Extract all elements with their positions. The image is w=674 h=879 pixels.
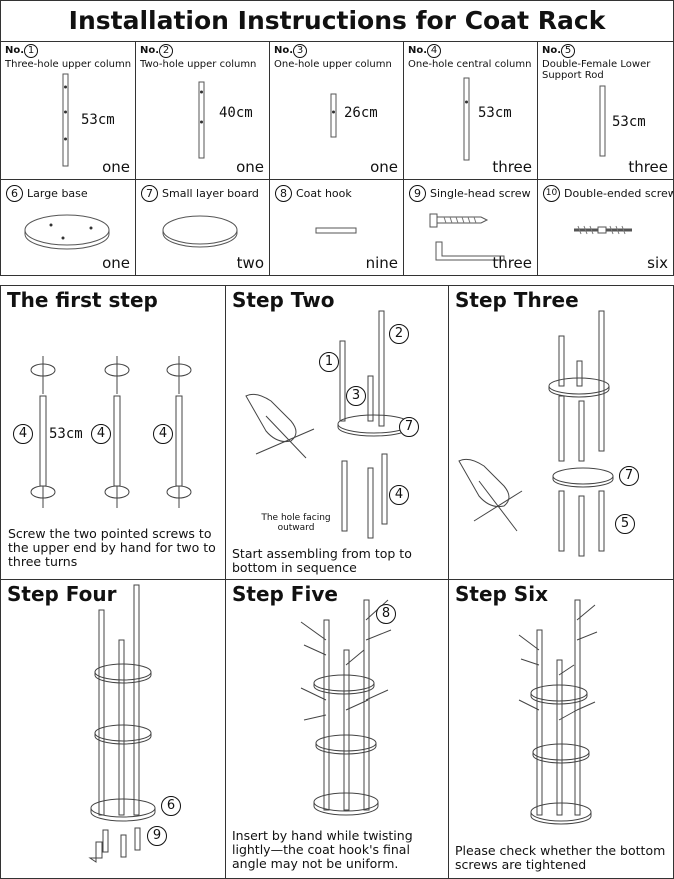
part-quantity: one [370, 158, 398, 176]
part-name: Three-hole upper column [5, 59, 132, 70]
double-screw-drawing [574, 225, 632, 235]
part-number: 10 [543, 185, 560, 202]
step-description: Start assembling from top to bottom in s… [232, 546, 412, 575]
part-name: Single-head screw [430, 187, 531, 200]
part-name: One-hole central column [408, 59, 532, 70]
part-4: No.4 One-hole central column 53cm three [403, 41, 538, 180]
parts-list: No.1 Three-hole upper column 53cm one No… [0, 41, 674, 276]
part-number: 6 [6, 185, 23, 202]
part-number: 7 [141, 185, 158, 202]
step-title: Step Six [455, 582, 548, 606]
part-number: 4 [427, 44, 442, 58]
part-name: Double-Female Lower Support Rod [542, 59, 651, 81]
screw-and-wrench-drawing [429, 213, 505, 261]
step-description: Please check whether the bottom screws a… [455, 843, 666, 872]
step1-drawing [30, 356, 192, 508]
part-name: Two-hole upper column [140, 59, 257, 70]
callout: 2 [389, 324, 409, 344]
hole-note: The hole facing outward [261, 513, 331, 533]
step-5: Step Five 8 Insert by hand while twistin… [225, 579, 449, 879]
part-name: Double-ended screw [564, 187, 674, 200]
part-name: Coat hook [296, 187, 352, 200]
part-dimension: 53cm [478, 105, 512, 121]
step-2: Step Two 1 2 3 7 4 The hole facing outwa… [225, 285, 449, 580]
callout: 4 [153, 424, 173, 444]
no-prefix: No. [408, 45, 428, 56]
step1-dimension: 53cm [49, 426, 83, 442]
part-quantity: one [236, 158, 264, 176]
part-7: 7 Small layer board two [135, 179, 270, 276]
part-9: 9 Single-head screw three [403, 179, 538, 276]
callout: 4 [13, 424, 33, 444]
step4-drawing [88, 584, 156, 863]
step-title: Step Two [232, 288, 335, 312]
no-prefix: No. [274, 45, 294, 56]
column-drawing [198, 81, 205, 159]
part-dimension: 53cm [612, 114, 646, 130]
callout: 4 [91, 424, 111, 444]
part-number: 2 [159, 44, 174, 58]
step6-drawing [518, 599, 598, 825]
coat-hook-drawing [315, 227, 357, 234]
part-dimension: 53cm [81, 112, 115, 128]
callout: 7 [399, 417, 419, 437]
no-prefix: No. [140, 45, 160, 56]
part-quantity: two [236, 254, 264, 272]
part-10: 10 Double-ended screw six [537, 179, 674, 276]
part-number: 5 [561, 44, 576, 58]
step-description: Insert by hand while twisting lightly—th… [232, 828, 413, 871]
step-6: Step Six Please check whether the bottom… [448, 579, 674, 879]
part-quantity: one [102, 158, 130, 176]
callout: 9 [147, 826, 167, 846]
step-description: Screw the two pointed screws to the uppe… [8, 526, 216, 569]
part-quantity: three [628, 158, 668, 176]
part-number: 3 [293, 44, 308, 58]
step-title: Step Three [455, 288, 579, 312]
part-number: 1 [24, 44, 39, 58]
callout: 1 [319, 352, 339, 372]
part-number: 9 [409, 185, 426, 202]
part-quantity: three [492, 254, 532, 272]
part-name: Small layer board [162, 187, 259, 200]
step-4: Step Four 6 9 [0, 579, 226, 879]
part-name: Large base [27, 187, 88, 200]
callout: 3 [346, 386, 366, 406]
part-8: 8 Coat hook nine [269, 179, 404, 276]
part-5: No.5 Double-Female Lower Support Rod 53c… [537, 41, 674, 180]
step5-drawing [300, 599, 392, 816]
part-quantity: nine [365, 254, 398, 272]
part-6: 6 Large base one [0, 179, 136, 276]
small-board-drawing [162, 215, 238, 248]
part-quantity: three [492, 158, 532, 176]
part-1: No.1 Three-hole upper column 53cm one [0, 41, 136, 180]
callout: 7 [619, 466, 639, 486]
page-title: Installation Instructions for Coat Rack [0, 0, 674, 42]
column-drawing [62, 73, 69, 167]
part-dimension: 40cm [219, 105, 253, 121]
column-drawing [463, 77, 470, 161]
part-dimension: 26cm [344, 105, 378, 121]
step-title: The first step [7, 288, 158, 312]
part-2: No.2 Two-hole upper column 40cm one [135, 41, 270, 180]
column-drawing [330, 93, 337, 138]
callout: 5 [615, 514, 635, 534]
part-quantity: six [647, 254, 668, 272]
part-3: No.3 One-hole upper column 26cm one [269, 41, 404, 180]
step3-drawing [458, 310, 614, 557]
no-prefix: No. [5, 45, 25, 56]
large-base-drawing [24, 214, 110, 250]
step-title: Step Five [232, 582, 338, 606]
callout: 6 [161, 796, 181, 816]
callout: 8 [376, 604, 396, 624]
part-quantity: one [102, 254, 130, 272]
no-prefix: No. [542, 45, 562, 56]
callout: 4 [389, 485, 409, 505]
step-3: Step Three 7 5 [448, 285, 674, 580]
column-drawing [599, 85, 606, 157]
step-title: Step Four [7, 582, 117, 606]
step-1: The first step 4 53cm 4 4 Screw the two … [0, 285, 226, 580]
part-number: 8 [275, 185, 292, 202]
part-name: One-hole upper column [274, 59, 392, 70]
